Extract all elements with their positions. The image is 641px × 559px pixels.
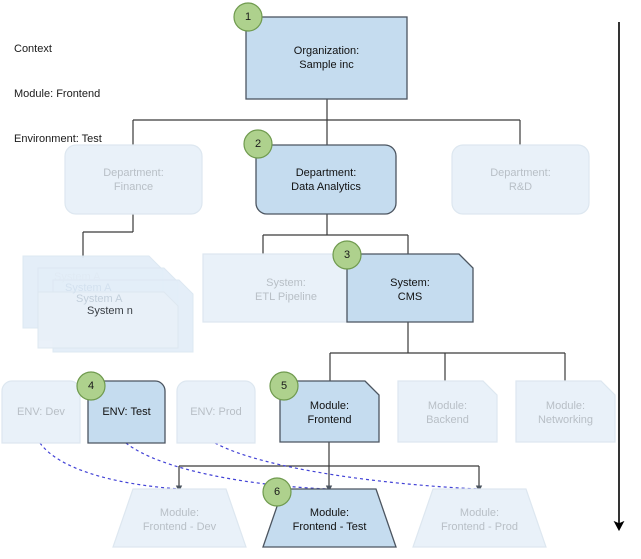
node-module-frontend-prod[interactable]: [412, 488, 547, 548]
node-dept-data-analytics[interactable]: [255, 144, 397, 215]
badge-2[interactable]: [243, 129, 273, 159]
badge-3-label: 3: [343, 249, 351, 261]
context-module: Module: Frontend: [14, 88, 101, 100]
env-instance-dashed-links: [39, 442, 480, 490]
badge-5[interactable]: [269, 371, 299, 401]
node-module-frontend[interactable]: [279, 380, 380, 443]
dashed-link-test: [125, 442, 330, 490]
badge-4[interactable]: [76, 371, 106, 401]
node-organization[interactable]: [245, 16, 408, 100]
node-env-dev[interactable]: [1, 380, 81, 444]
badge-6-label: 6: [273, 486, 281, 498]
label-system-stack-4: System n: [87, 305, 133, 317]
badge-4-label: 4: [87, 380, 95, 392]
badge-5-label: 5: [280, 380, 288, 392]
node-module-backend[interactable]: [397, 380, 498, 443]
node-module-networking[interactable]: [515, 380, 616, 443]
step-badges: [76, 2, 362, 507]
badge-3[interactable]: [332, 240, 362, 270]
context-environment: Environment: Test: [14, 133, 102, 145]
label-system-stack-1: System A: [54, 271, 101, 283]
badge-6[interactable]: [262, 477, 292, 507]
connector-lines: [82, 99, 566, 492]
context-title: Context: [14, 43, 52, 55]
label-system-stack-3: System A: [76, 293, 123, 305]
node-dept-finance[interactable]: [64, 144, 203, 215]
system-stack-card-4: [37, 291, 179, 349]
node-system-cms[interactable]: [346, 253, 474, 323]
node-module-frontend-test[interactable]: [262, 488, 397, 548]
badge-2-label: 2: [254, 138, 262, 150]
node-system-stack[interactable]: [22, 255, 194, 353]
dashed-link-dev: [39, 442, 180, 490]
dashed-link-prod: [214, 442, 480, 490]
node-module-frontend-dev[interactable]: [112, 488, 247, 548]
badge-1-label: 1: [244, 11, 252, 23]
label-system-stack-2: System A: [65, 282, 112, 294]
node-env-prod[interactable]: [176, 380, 256, 444]
node-dept-rnd[interactable]: [451, 144, 590, 215]
badge-1[interactable]: [233, 2, 263, 32]
context-block: Context Module: Frontend Environment: Te…: [14, 12, 102, 177]
